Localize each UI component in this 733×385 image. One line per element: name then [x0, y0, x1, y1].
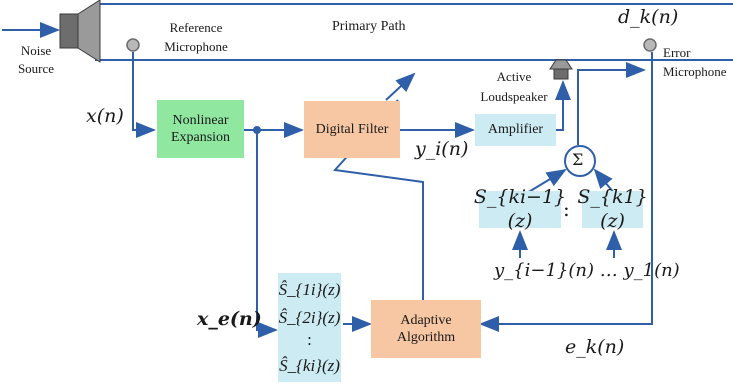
x-signal-line	[132, 52, 156, 138]
amplifier-block: Amplifier	[475, 114, 556, 146]
xn-label: x(n)	[86, 105, 124, 127]
digital-filter-label: Digital Filter	[315, 121, 389, 137]
active-loudspeaker-icon	[549, 59, 573, 80]
s-hat-ellipsis: :	[307, 330, 312, 349]
adaptive-algorithm-block: Adaptive Algorithm	[371, 300, 481, 358]
sum-to-error-line	[577, 62, 646, 145]
primary-path-label: Primary Path	[332, 19, 406, 34]
reference-mic-icon	[126, 38, 140, 52]
s-hat-1i: Ŝ_{1i}(z)	[278, 280, 341, 299]
s-hat-2i: Ŝ_{2i}(z)	[278, 308, 341, 327]
nonlinear-expansion-label: Nonlinear Expansion	[170, 112, 231, 146]
s-k1-label: S_{k1}(z)	[577, 185, 648, 232]
summing-junction	[564, 145, 596, 177]
noise-speaker-icon	[59, 0, 101, 63]
error-mic-icon	[643, 38, 657, 52]
secondary-path-bank-block: Ŝ_{1i}(z) Ŝ_{2i}(z) : Ŝ_{ki}(z)	[278, 273, 341, 382]
xe-label: x_e(n)	[197, 308, 262, 330]
sum-symbol: Σ	[572, 150, 584, 169]
branch-line	[256, 130, 278, 338]
error-mic-label: Error Microphone	[663, 45, 727, 79]
noise-source-label: Noise Source	[17, 43, 55, 76]
nonlinear-expansion-block: Nonlinear Expansion	[157, 100, 244, 158]
amplifier-label: Amplifier	[487, 122, 544, 138]
s2-to-sum-line	[593, 168, 615, 194]
dk-label: d_k(n)	[618, 6, 679, 28]
s1-to-sum-line	[526, 168, 567, 194]
active-speaker-label: Active Loudspeaker	[480, 69, 548, 104]
reference-mic-label: Reference Microphone	[164, 20, 228, 54]
s-ki-minus-1-label: S_{ki−1}(z)	[473, 185, 567, 232]
junction-dot	[253, 126, 261, 134]
amp-to-speaker-line	[555, 80, 571, 131]
s-ki-minus-1-block: S_{ki−1}(z)	[474, 186, 566, 232]
adaptive-algorithm-label: Adaptive Algorithm	[396, 312, 456, 346]
filter-update-arrow	[385, 72, 416, 101]
digital-filter-block: Digital Filter	[304, 101, 400, 158]
s-blocks-ellipsis: :	[563, 197, 570, 221]
yi-label: y_i(n)	[415, 138, 469, 160]
ek-label: e_k(n)	[565, 336, 625, 358]
s-hat-ki: Ŝ_{ki}(z)	[279, 356, 340, 375]
y-inputs-label: y_{i−1}(n) … y_1(n)	[494, 260, 680, 281]
s-k1-block: S_{k1}(z)	[577, 186, 647, 232]
ek-line	[479, 52, 653, 332]
